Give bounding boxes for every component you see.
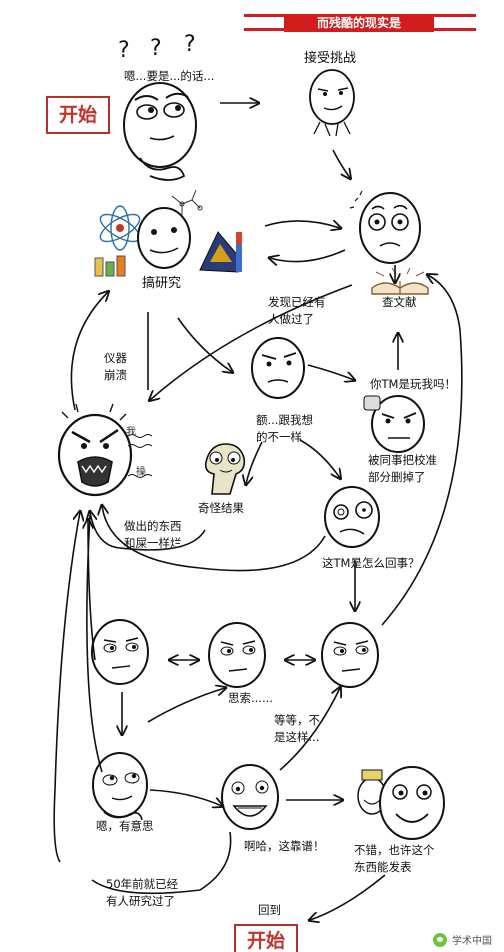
label-rage-2: 操 — [136, 467, 146, 478]
nervous-face-icon — [349, 190, 421, 264]
label-rage-1: 我 — [126, 427, 136, 438]
label-interesting: 嗯，有意思 — [96, 819, 154, 833]
end-start-box: 开始 — [234, 924, 298, 952]
label-kidding: 你TM是玩我吗！ — [370, 377, 456, 391]
label-garbage: 做出的东西 和屎一样烂 — [124, 519, 182, 550]
question-mark-3: ? — [184, 32, 196, 57]
watermark-text: 学术中国 — [452, 936, 492, 947]
weird-result-creature-icon — [204, 443, 246, 495]
start-box: 开始 — [46, 96, 110, 134]
label-thinking: 嗯...要是...的话... — [124, 69, 215, 83]
research-scene-icon — [94, 189, 242, 277]
page-title: 而残酷的现实是 — [284, 14, 434, 32]
crazy-eye-face-icon — [324, 486, 380, 548]
label-wait-not: 等等，不 是这样... — [274, 713, 320, 744]
label-research: 搞研究 — [142, 276, 182, 291]
rage-face-icon — [57, 403, 153, 497]
label-back-to: 回到 — [258, 903, 281, 917]
annoyed-face-icon — [363, 395, 425, 453]
label-weird-result: 奇怪结果 — [198, 501, 244, 515]
flow-arrows — [53, 103, 463, 920]
happy-face-icon — [357, 766, 445, 840]
label-accept: 接受挑战 — [304, 51, 357, 66]
label-what-happened: 这TM是怎么回事？ — [322, 556, 420, 570]
book-icon — [371, 267, 429, 295]
label-pondering: 思索...... — [228, 691, 273, 705]
wechat-icon — [433, 932, 447, 947]
pondering-face-1-icon — [91, 619, 149, 685]
label-literature: 查文献 — [382, 295, 417, 309]
title-banner: 而残酷的现实是 — [244, 12, 476, 34]
label-already-done: 发现已经有 人做过了 — [268, 295, 326, 326]
label-instrument-crash: 仪器 崩溃 — [104, 351, 127, 382]
label-different: 额...跟我想 的不一样 — [256, 413, 313, 444]
label-publishable: 不错，也许这个 东西能发表 — [354, 843, 435, 874]
surprised-face-icon — [251, 337, 305, 399]
question-mark-1: ? — [118, 38, 130, 63]
label-deleted: 被同事把校准 部分删掉了 — [368, 453, 437, 484]
label-reliable: 啊哈，这靠谱！ — [244, 839, 325, 853]
question-mark-2: ? — [150, 36, 162, 61]
aha-face-icon — [221, 764, 279, 830]
pondering-face-2-icon — [208, 622, 266, 688]
challenge-accepted-face-icon — [309, 69, 355, 137]
interesting-face-icon — [92, 752, 148, 821]
label-decades-ago: 50年前就已经 有人研究过了 — [106, 877, 179, 908]
watermark: 学术中国 — [433, 932, 492, 947]
pondering-face-3-icon — [321, 622, 379, 688]
thinking-face-icon — [123, 82, 197, 181]
